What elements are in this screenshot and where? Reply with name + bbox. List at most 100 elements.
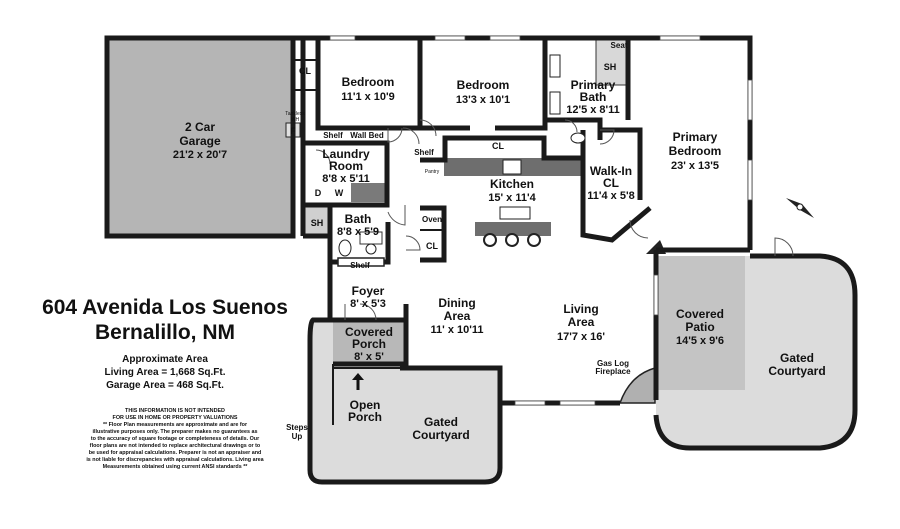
pantry-closet-label: CL: [426, 241, 438, 251]
disclaimer-line: floor plans are not intended to replace …: [90, 443, 261, 449]
living-label-2: Area: [568, 315, 595, 329]
courtyard-left-label-2: Courtyard: [412, 428, 469, 442]
address-city: Bernalillo, NM: [95, 321, 235, 344]
primary-bedroom-dim: 23' x 13'5: [671, 160, 719, 172]
open-porch-label: Open: [350, 398, 381, 412]
address-street: 604 Avenida Los Suenos: [42, 296, 288, 319]
kitchen-shelf-label: Shelf: [414, 148, 434, 157]
disclaimer-line: illustrative purposes only. The preparer…: [93, 429, 258, 435]
primary-bath-label: Primary: [571, 78, 616, 92]
primary-shower-label: SH: [604, 62, 617, 72]
tankless-label: Tankless: [285, 111, 305, 117]
kitchen-island: [475, 222, 551, 236]
wh-label: WH: [291, 117, 300, 123]
disclaimer-line: ** Floor Plan measurements are approxima…: [103, 422, 248, 428]
compass-icon: [786, 198, 814, 218]
toilet-icon: [570, 132, 586, 144]
foyer-label: Foyer: [352, 284, 385, 298]
windows: [329, 35, 753, 406]
dining-label: Dining: [438, 296, 475, 310]
fireplace-label-1: Gas Log: [597, 359, 629, 368]
primary-bath-label-2: Bath: [580, 90, 607, 104]
bath-shelf-label: Shelf: [350, 261, 370, 270]
disclaimer: THIS INFORMATION IS NOT INTENDED FOR USE…: [86, 408, 264, 470]
walkin-label: Walk-In: [590, 164, 632, 178]
walkin-label-2: CL: [603, 176, 619, 190]
primary-bedroom-label-2: Bedroom: [669, 144, 722, 158]
walkin-dim: 11'4 x 5'8: [587, 190, 634, 202]
up-label: Up: [292, 432, 303, 441]
area-garage: Garage Area = 468 Sq.Ft.: [106, 380, 224, 391]
bath-sink-icon: [549, 54, 561, 78]
primary-bedroom-label: Primary: [673, 130, 718, 144]
primary-bath-dim: 12'5 x 8'11: [566, 104, 620, 116]
garage-label: 2 Car: [185, 120, 215, 134]
courtyard-left-floor: [310, 320, 500, 482]
garage-label-2: Garage: [179, 134, 221, 148]
disclaimer-line: THIS INFORMATION IS NOT INTENDED: [125, 408, 225, 414]
covered-patio-label: Covered: [676, 307, 724, 321]
area-title: Approximate Area: [122, 354, 208, 365]
kitchen-closet-label: CL: [492, 141, 504, 151]
disclaimer-line: Measurements obtained using current ANSI…: [103, 464, 249, 470]
living-dim: 17'7 x 16': [557, 331, 605, 343]
covered-porch-label: Covered: [345, 325, 393, 339]
disclaimer-line: to the accuracy of square footage or com…: [91, 436, 260, 442]
laundry-shelf-label: Shelf: [323, 131, 343, 140]
dryer-label: D: [315, 188, 322, 198]
laundry-counter: [351, 183, 385, 202]
dining-dim: 11' x 10'11: [431, 324, 484, 336]
covered-porch-dim: 8' x 5': [354, 351, 384, 363]
bedroom2-dim: 13'3 x 10'1: [456, 94, 510, 106]
covered-patio-label-2: Patio: [685, 320, 714, 334]
laundry-label-2: Room: [329, 159, 363, 173]
bedroom1-label: Bedroom: [342, 75, 395, 89]
fireplace-label-2: Fireplace: [595, 367, 631, 376]
walls: [104, 35, 858, 485]
laundry-label: Laundry: [322, 147, 370, 161]
bath-sink-round-icon: [365, 243, 377, 255]
oven-label: Oven: [422, 215, 442, 224]
kitchen-dim: 15' x 11'4: [488, 192, 536, 204]
bath-sink2-icon: [549, 91, 561, 115]
disclaimer-line: FOR USE IN HOME OR PROPERTY VALUATIONS: [113, 415, 238, 421]
covered-porch-label-2: Porch: [352, 337, 386, 351]
kitchen-label: Kitchen: [490, 177, 534, 191]
bedroom2-label: Bedroom: [457, 78, 510, 92]
bath-label: Bath: [345, 212, 372, 226]
courtyard-right-label: Gated: [780, 351, 814, 365]
covered-patio-dim: 14'5 x 9'6: [676, 335, 724, 347]
bath-toilet-icon: [338, 239, 352, 257]
open-porch-label-2: Porch: [348, 410, 382, 424]
wall-bed-label: Wall Bed: [350, 131, 384, 140]
foyer-dim: 8' x 5'3: [350, 298, 386, 310]
bedroom1-dim: 11'1 x 10'9: [341, 91, 395, 103]
door-swings: [315, 119, 794, 321]
entry-arrow-icon: [352, 373, 364, 390]
bath-shower-label: SH: [311, 218, 324, 228]
washer-label: W: [335, 188, 344, 198]
dining-label-2: Area: [444, 309, 471, 323]
bar-stools: [483, 233, 541, 247]
laundry-dim: 8'8 x 5'11: [322, 173, 369, 185]
garage-dim: 21'2 x 20'7: [173, 149, 227, 161]
courtyard-left-label: Gated: [424, 415, 458, 429]
garage-closet-label: CL: [299, 66, 311, 76]
furnace-label: F: [290, 126, 296, 136]
disclaimer-line: is not liable for discrepancies with app…: [86, 457, 264, 463]
living-label: Living: [563, 302, 598, 316]
covered-porch-floor: [333, 320, 406, 364]
courtyard-right-label-2: Courtyard: [768, 364, 825, 378]
steps-label: Steps: [286, 423, 308, 432]
bath-dim: 8'8 x 5'9: [337, 226, 379, 238]
garage-floor: [107, 38, 293, 236]
area-living: Living Area = 1,668 Sq.Ft.: [104, 367, 225, 378]
covered-patio-floor: [658, 256, 745, 390]
pantry-label: Pantry: [425, 169, 440, 175]
disclaimer-line: be used for appraisal calculations. Prep…: [89, 450, 262, 456]
stove-icon: [502, 159, 522, 175]
bath-shower: [305, 206, 329, 234]
seat-label: Seat: [611, 41, 628, 50]
kitchen-sink-icon: [499, 206, 531, 220]
